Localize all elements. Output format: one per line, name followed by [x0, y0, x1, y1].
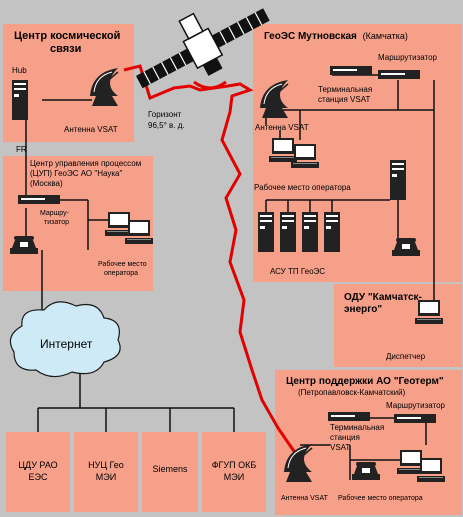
router-icon — [378, 70, 420, 79]
router-icon — [18, 195, 60, 204]
geoterm-labels: Центр поддержки АО "Геотерм" (Петропавло… — [281, 376, 446, 502]
internet-label: Интернет — [40, 337, 93, 351]
workstation-icon — [125, 220, 153, 244]
terminal-station-icon — [328, 412, 370, 421]
geoterm-subtitle: (Петропавловск-Камчатский) — [298, 388, 406, 397]
phone-icon — [10, 236, 38, 254]
space-center-title-2: связи — [50, 43, 81, 55]
dispatcher-workstation-icon — [415, 300, 443, 324]
mutnovskaya-antenna-label: Антенна VSAT — [255, 123, 309, 132]
asu-server-icon — [324, 212, 340, 252]
satellite-icon — [135, 8, 270, 89]
tsup-title-1: Центр управления процессом — [30, 159, 141, 168]
link-arc — [193, 80, 227, 90]
terminal-station-icon — [330, 66, 372, 75]
geoterm-terminal-label-1: Терминальная — [330, 423, 384, 432]
hub-label: Hub — [12, 66, 27, 75]
asu-server-icon — [258, 212, 274, 252]
tsup-router-label-1: Маршру- — [40, 210, 70, 217]
org-label: НУЦ Гео — [88, 460, 124, 470]
phone-icon — [352, 462, 380, 480]
workstation-icon — [269, 138, 297, 162]
odu-labels: ОДУ "Камчатск- энерго" Диспетчер — [344, 292, 426, 361]
organization-labels: ЦДУ РАО ЕЭС НУЦ Гео МЭИ Siemens ФГУП ОКБ… — [18, 460, 256, 482]
mutnovskaya-terminal-label-2: станция VSAT — [318, 95, 370, 104]
asu-server-icon — [302, 212, 318, 252]
asu-server-icon — [280, 212, 296, 252]
org-box-2 — [74, 432, 138, 512]
tsup-router-label-2: тизатор — [44, 219, 69, 226]
dispatcher-label: Диспетчер — [386, 352, 426, 361]
org-label-2: МЭИ — [96, 472, 116, 482]
internet-cloud-icon — [9, 301, 121, 378]
tsup-title-2: (ЦУП) ГеоЭС АО "Наука" — [30, 169, 122, 178]
geoterm-terminal-label-2: станция — [330, 433, 360, 442]
router-icon — [394, 414, 436, 423]
tsup-workstation-label-2: оператора — [104, 270, 138, 277]
geoterm-antenna-label: Антенна VSAT — [281, 495, 329, 502]
server-icon — [390, 160, 406, 200]
tsup-workstation-label-1: Рабочее место — [98, 260, 147, 268]
mutnovskaya-terminal-label: Терминальная — [318, 85, 372, 94]
space-center-title: Центр космической — [14, 30, 120, 42]
horizon-labels: Горизонт 96,5° в. д. — [148, 110, 185, 130]
mutnovskaya-workstation-label: Рабочее место оператора — [254, 183, 351, 192]
space-antenna-label: Антенна VSAT — [64, 125, 118, 134]
tsup-labels: Центр управления процессом (ЦУП) ГеоЭС А… — [30, 159, 147, 277]
org-label: ФГУП ОКБ — [212, 460, 257, 470]
geoterm-title: Центр поддержки АО "Геотерм" — [286, 376, 444, 387]
geoterm-router-label: Маршрутизатор — [386, 401, 446, 410]
mutnovskaya-labels: ГеоЭС Мутновская (Камчатка) Маршрутизато… — [254, 31, 438, 276]
mutnovskaya-router-label: Маршрутизатор — [378, 53, 438, 62]
org-box-1 — [6, 432, 70, 512]
odu-panel — [334, 284, 462, 367]
org-label-2: ЕЭС — [29, 472, 48, 482]
geoterm-panel — [275, 370, 462, 515]
mutnovskaya-title: ГеоЭС Мутновская — [264, 31, 357, 42]
geoterm-terminal-label-3: VSAT — [330, 443, 350, 452]
satellite-link — [123, 64, 302, 461]
odu-title-2: энерго" — [344, 304, 382, 315]
horizon-label: Горизонт — [148, 110, 182, 119]
org-label-2: МЭИ — [224, 472, 244, 482]
svg-text:ГеоЭС Мутновская (Камчат: ГеоЭС Мутновская (Камчатка) — [264, 31, 408, 42]
org-label: ЦДУ РАО — [18, 460, 57, 470]
fr-label: FR — [16, 145, 27, 154]
asu-label: АСУ ТП ГеоЭС — [270, 267, 325, 276]
odu-title-1: ОДУ "Камчатск- — [344, 292, 422, 303]
phone-icon — [392, 238, 420, 256]
org-box-3 — [142, 432, 198, 512]
org-box-4 — [202, 432, 266, 512]
workstation-icon — [417, 458, 445, 482]
space-center-labels: Центр космической связи Hub Антенна VSAT… — [12, 30, 120, 154]
org-label: Siemens — [152, 464, 188, 474]
hub-server-icon — [12, 80, 28, 120]
horizon-value: 96,5° в. д. — [148, 121, 185, 130]
workstation-icon — [291, 144, 319, 168]
tsup-title-3: (Москва) — [30, 179, 63, 188]
geoterm-workstation-label: Рабочее место оператора — [338, 494, 423, 502]
mutnovskaya-region: (Камчатка) — [363, 31, 408, 41]
